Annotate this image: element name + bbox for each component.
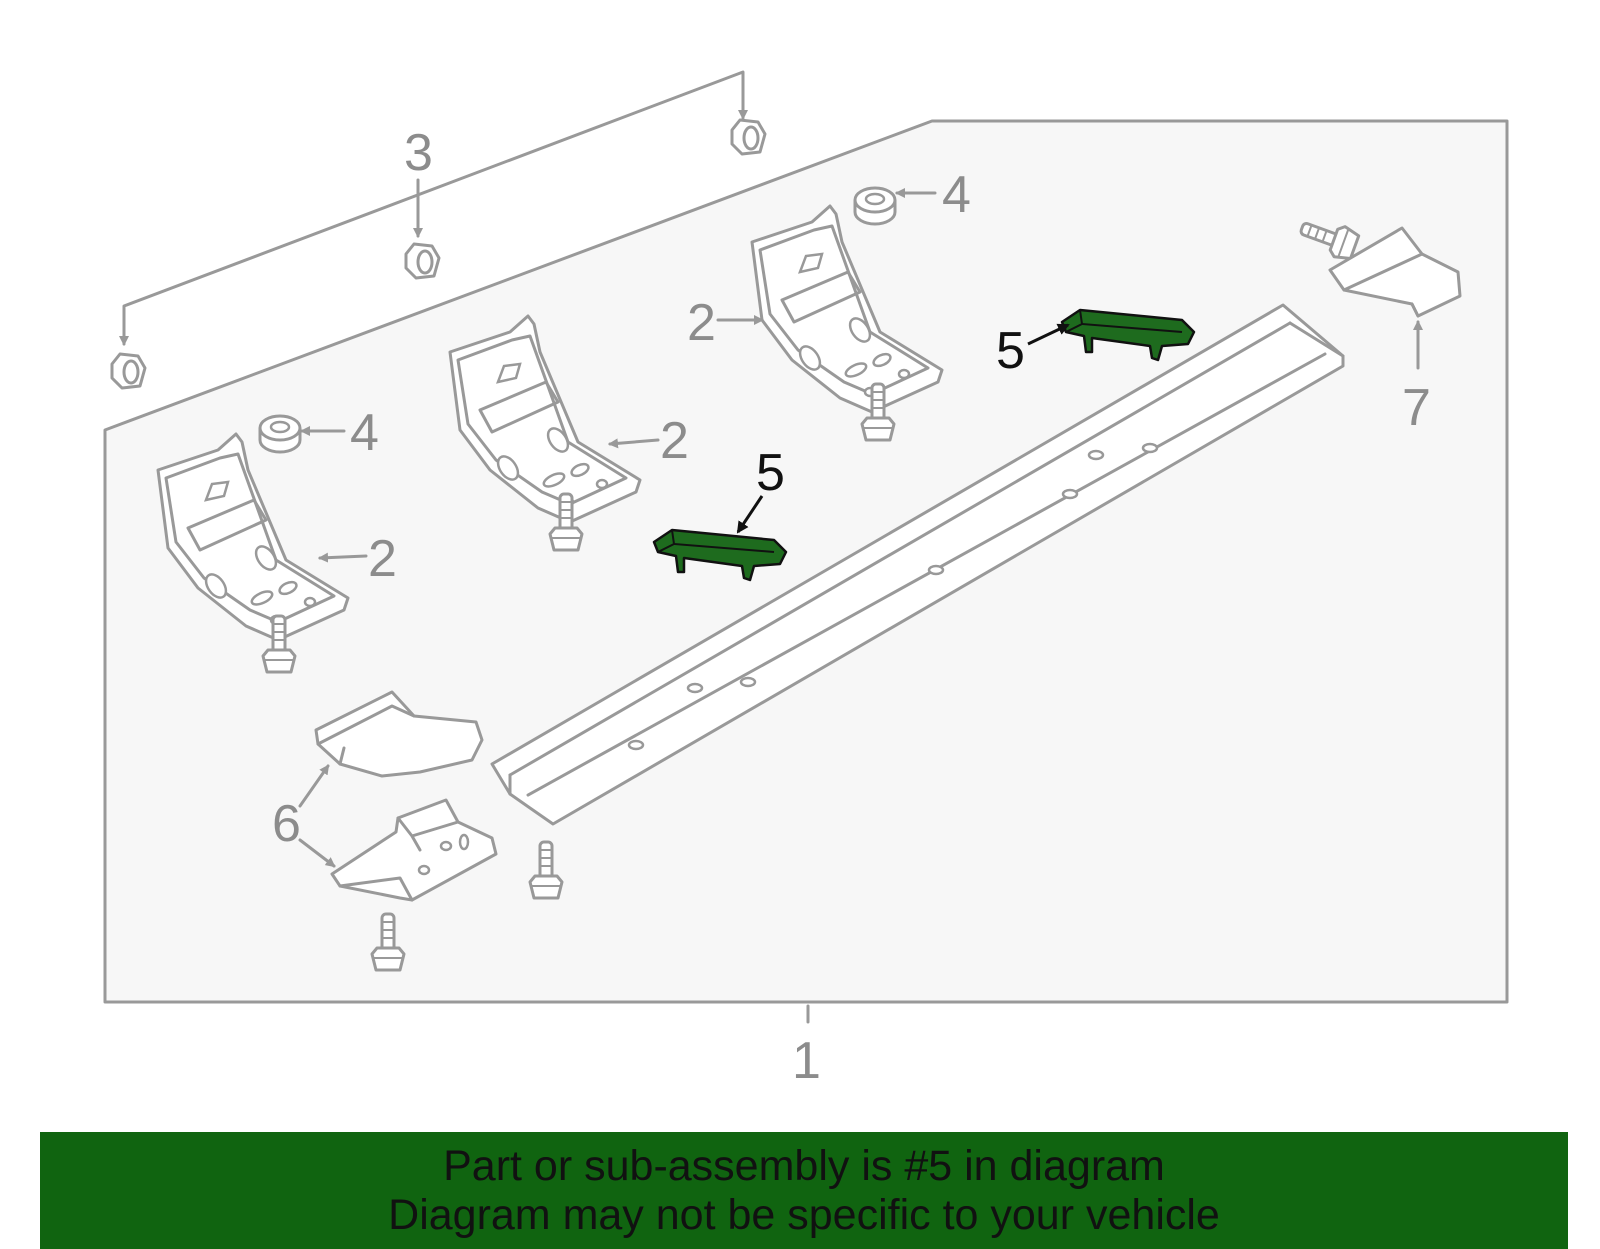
callout-5-left-arrow: [736, 495, 764, 534]
nut-icon-middle: [404, 242, 441, 280]
nut-icon-left: [110, 352, 147, 390]
callout-4-right: 4: [942, 166, 971, 224]
grommet-icon-right: [853, 186, 897, 226]
info-banner: Part or sub-assembly is #5 in diagram Di…: [40, 1132, 1568, 1249]
callout-5-left: 5: [756, 444, 785, 502]
callout-2-top: 2: [687, 294, 716, 352]
nut-icon-right: [730, 118, 767, 156]
end-cap-left: [314, 690, 484, 778]
callout-5-right: 5: [996, 322, 1025, 380]
grommet-icon-left: [258, 414, 302, 454]
banner-line-part: Part or sub-assembly is #5 in diagram: [443, 1142, 1165, 1190]
callout-6: 6: [272, 795, 301, 853]
callout-2-middle: 2: [660, 412, 689, 470]
callout-2-left-arrow: [318, 552, 368, 563]
callout-7: 7: [1402, 379, 1431, 437]
callout-6-arrow-bottom: [298, 838, 336, 868]
callout-2-left: 2: [368, 530, 397, 588]
callout-4-left: 4: [350, 404, 379, 462]
mount-bracket-left: [330, 798, 498, 902]
callout-2-middle-arrow: [608, 438, 660, 449]
running-board: [490, 303, 1345, 826]
callout-6-arrow-top: [298, 764, 330, 808]
callout-1: 1: [792, 1032, 821, 1090]
callout-5-right-arrow: [1027, 323, 1070, 346]
banner-line-disclaimer: Diagram may not be specific to your vehi…: [388, 1191, 1220, 1239]
callout-3: 3: [404, 124, 433, 182]
end-cap-right: [1328, 226, 1462, 318]
